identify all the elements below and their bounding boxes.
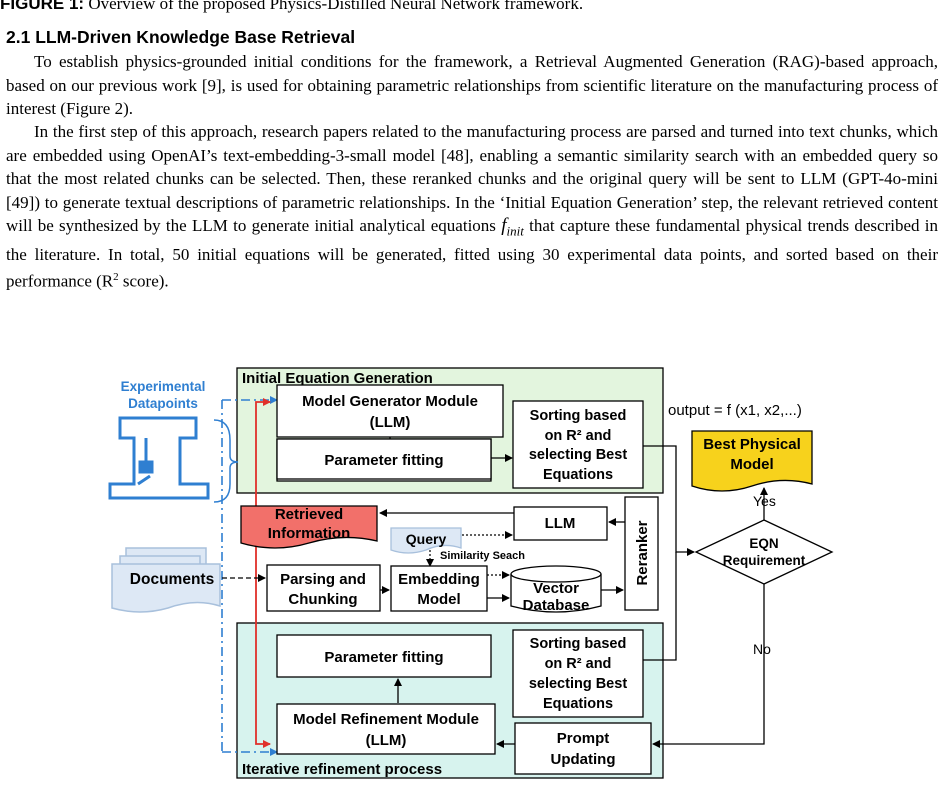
figure-caption-text: Overview of the proposed Physics-Distill… <box>88 0 584 13</box>
math-f: f <box>501 215 507 236</box>
query-label: Query <box>406 531 447 547</box>
embedding-line2: Model <box>417 591 460 608</box>
reranker-box <box>624 496 659 611</box>
sorting-top-line1: Sorting based <box>530 408 627 424</box>
parsing-chunking-box <box>266 564 381 612</box>
paragraph-2: In the first step of this approach, rese… <box>6 120 938 294</box>
sorting-bottom-line4: Equations <box>543 696 613 712</box>
model-generator-sublabel: (LLM) <box>370 414 411 431</box>
parameter-fitting-top-frame <box>276 438 492 480</box>
parameter-fitting-bottom-label: Parameter fitting <box>324 649 443 666</box>
eqn-label-line1: EQN <box>749 536 778 551</box>
sorting-top-line4: Equations <box>543 467 613 483</box>
embedding-model-box <box>390 565 488 612</box>
paragraph-1-text: To establish physics-grounded initial co… <box>6 52 938 118</box>
sorting-bottom-line2: on R² and <box>545 656 612 672</box>
retrieved-information-shape <box>240 505 378 549</box>
experimental-label-line2: Datapoints <box>128 396 198 411</box>
prompt-updating-box <box>514 722 652 775</box>
vector-database-icon <box>510 565 602 613</box>
parameter-fitting-top-label: Parameter fitting <box>324 452 443 469</box>
query-shape <box>390 527 462 554</box>
vector-db-line1: Vector <box>533 580 579 597</box>
no-path-arrow <box>652 584 765 748</box>
prompt-line2: Updating <box>551 751 616 768</box>
figure-caption-label: FIGURE 1: <box>0 0 85 13</box>
parsing-line1: Parsing and <box>280 571 366 588</box>
parameter-fitting-bottom-box <box>276 634 492 678</box>
best-physical-model-shape <box>691 430 813 492</box>
model-generator-label: Model Generator Module <box>302 393 478 410</box>
refine-panel-title: Iterative refinement process <box>242 761 442 778</box>
model-generator-box <box>276 384 504 438</box>
llm-box <box>513 506 608 541</box>
sorting-top-line2: on R² and <box>545 428 612 444</box>
testing-machine-icon <box>108 416 210 500</box>
llm-label: LLM <box>545 515 576 532</box>
embedding-line1: Embedding <box>398 571 480 588</box>
eqn-label-line2: Requirement <box>723 553 806 568</box>
retrieved-info-arrows <box>255 398 271 748</box>
datapoints-bracket <box>213 419 239 503</box>
documents-label: Documents <box>130 571 214 588</box>
math-subscript: init <box>506 223 524 239</box>
sorting-top-box <box>512 400 644 489</box>
figure-caption: FIGURE 1: Overview of the proposed Physi… <box>0 0 583 14</box>
output-formula: output = f (x1, x2,...) <box>668 402 802 419</box>
top-sort-to-eqn-arrow <box>643 445 695 556</box>
vector-db-line2: Database <box>523 597 590 614</box>
experimental-label-line1: Experimental <box>121 379 206 394</box>
paragraph-2-text: In the first step of this approach, rese… <box>6 122 938 292</box>
documents-icon <box>111 547 221 613</box>
retrieved-line2: Information <box>268 525 351 542</box>
sorting-bottom-line1: Sorting based <box>530 636 627 652</box>
eqn-requirement-diamond <box>694 519 834 585</box>
yes-label: Yes <box>753 493 776 509</box>
reranker-label: Reranker <box>634 520 651 585</box>
sorting-bottom-line3: selecting Best <box>529 676 627 692</box>
retrieved-line1: Retrieved <box>275 506 343 523</box>
similarity-search-label: Similarity Seach <box>440 550 525 562</box>
paragraph-1: To establish physics-grounded initial co… <box>6 50 938 121</box>
sorting-bottom-box <box>512 629 644 718</box>
model-refinement-box <box>276 703 496 755</box>
model-refinement-label: Model Refinement Module <box>293 711 479 728</box>
section-heading: 2.1 LLM-Driven Knowledge Base Retrieval <box>6 27 356 47</box>
prompt-line1: Prompt <box>557 730 610 747</box>
initial-panel-title: Initial Equation Generation <box>242 370 433 387</box>
model-refinement-sublabel: (LLM) <box>366 732 407 749</box>
parsing-line2: Chunking <box>288 591 357 608</box>
r-squared-sup: 2 <box>113 271 119 284</box>
sorting-top-line3: selecting Best <box>529 447 627 463</box>
no-label: No <box>753 641 771 657</box>
best-model-line2: Model <box>730 456 773 473</box>
best-model-line1: Best Physical <box>703 436 801 453</box>
bottom-sort-to-eqn-line <box>643 552 677 661</box>
